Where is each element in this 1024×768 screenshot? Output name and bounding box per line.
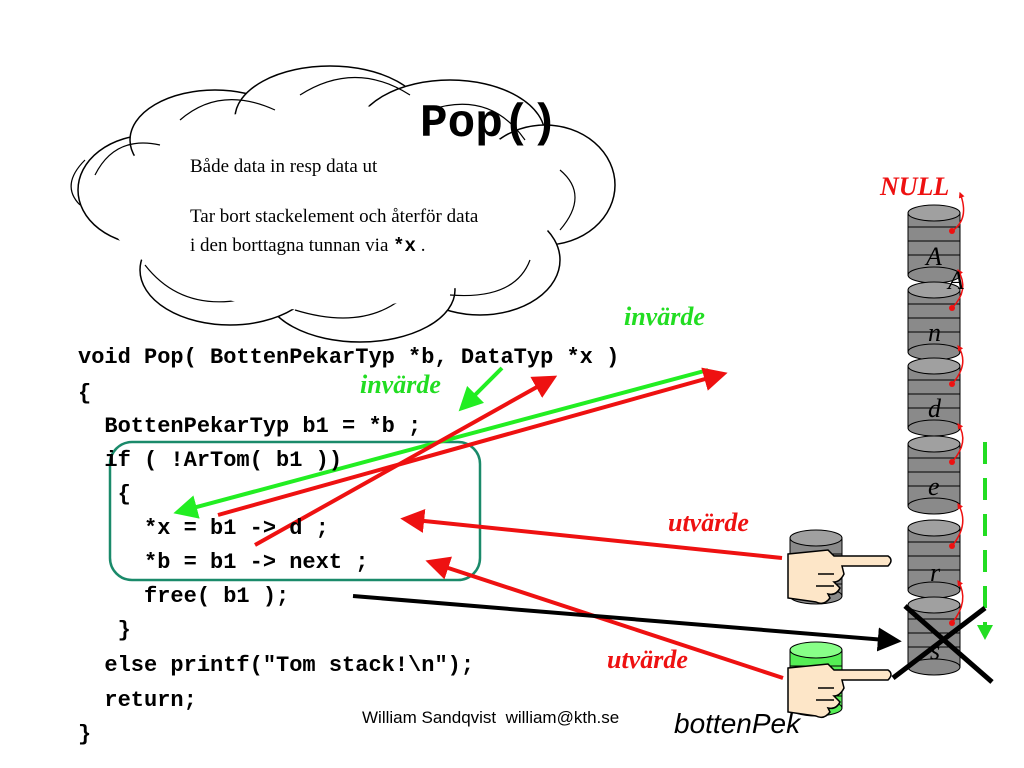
code-line: { bbox=[78, 381, 92, 406]
invarde-label-left: invärde bbox=[360, 370, 441, 399]
code-line: BottenPekarTyp b1 = *b ; bbox=[78, 414, 422, 439]
code-line: if ( !ArTom( b1 )) bbox=[78, 448, 343, 473]
code-line: void Pop( BottenPekarTyp *b, DataTyp *x … bbox=[78, 345, 620, 370]
barrel-icon bbox=[907, 435, 961, 515]
code-line: { bbox=[78, 482, 131, 507]
cloud-icon bbox=[70, 65, 616, 343]
barrel-icon bbox=[907, 357, 961, 437]
null-label: NULL bbox=[880, 172, 950, 201]
cloud-text-line2-code: *x bbox=[393, 235, 416, 257]
barrel-icon bbox=[907, 519, 961, 599]
cloud-text-line2: Tar bort stackelement och återför data i… bbox=[190, 202, 480, 261]
cloud-text-line2-suffix: . bbox=[415, 235, 426, 256]
code-line: *b = b1 -> next ; bbox=[78, 550, 369, 575]
footer-credit: William Sandqvist william@kth.se bbox=[362, 708, 620, 727]
red-arrows bbox=[217, 367, 784, 680]
bottenpek-label: bottenPek bbox=[674, 708, 801, 739]
stack-letter: d bbox=[928, 394, 941, 423]
pointing-hand-icon bbox=[787, 663, 892, 719]
barrel-icon bbox=[907, 281, 961, 361]
code-line: } bbox=[78, 722, 92, 747]
pointing-hand-icon bbox=[787, 549, 892, 605]
stack-letter: A bbox=[948, 266, 964, 295]
cloud-text-line2-prefix: Tar bort stackelement och återför data i… bbox=[190, 206, 479, 256]
cloud-text-line1: Både data in resp data ut bbox=[190, 156, 378, 177]
utvarde-label-lower: utvärde bbox=[607, 645, 688, 674]
stack-letter: s bbox=[930, 636, 941, 665]
invarde-label-right: invärde bbox=[624, 302, 705, 331]
dashed-down-arrow-icon bbox=[977, 442, 993, 640]
stack-letter: r bbox=[930, 558, 941, 587]
stack-letter: e bbox=[928, 472, 940, 501]
code-line: *x = b1 -> d ; bbox=[78, 516, 329, 541]
code-line: free( b1 ); bbox=[78, 584, 290, 609]
stack-letter: n bbox=[928, 318, 941, 347]
barrel-icon bbox=[907, 204, 961, 284]
page-title: Pop() bbox=[420, 98, 559, 150]
if-block-box bbox=[108, 440, 482, 582]
utvarde-label-upper: utvärde bbox=[668, 508, 749, 537]
stack-letter: A bbox=[926, 242, 942, 271]
code-line: else printf("Tom stack!\n"); bbox=[78, 653, 475, 678]
code-line: return; bbox=[78, 688, 197, 713]
code-line: } bbox=[78, 618, 131, 643]
cross-icon bbox=[891, 604, 994, 684]
free-arrow bbox=[352, 594, 902, 652]
